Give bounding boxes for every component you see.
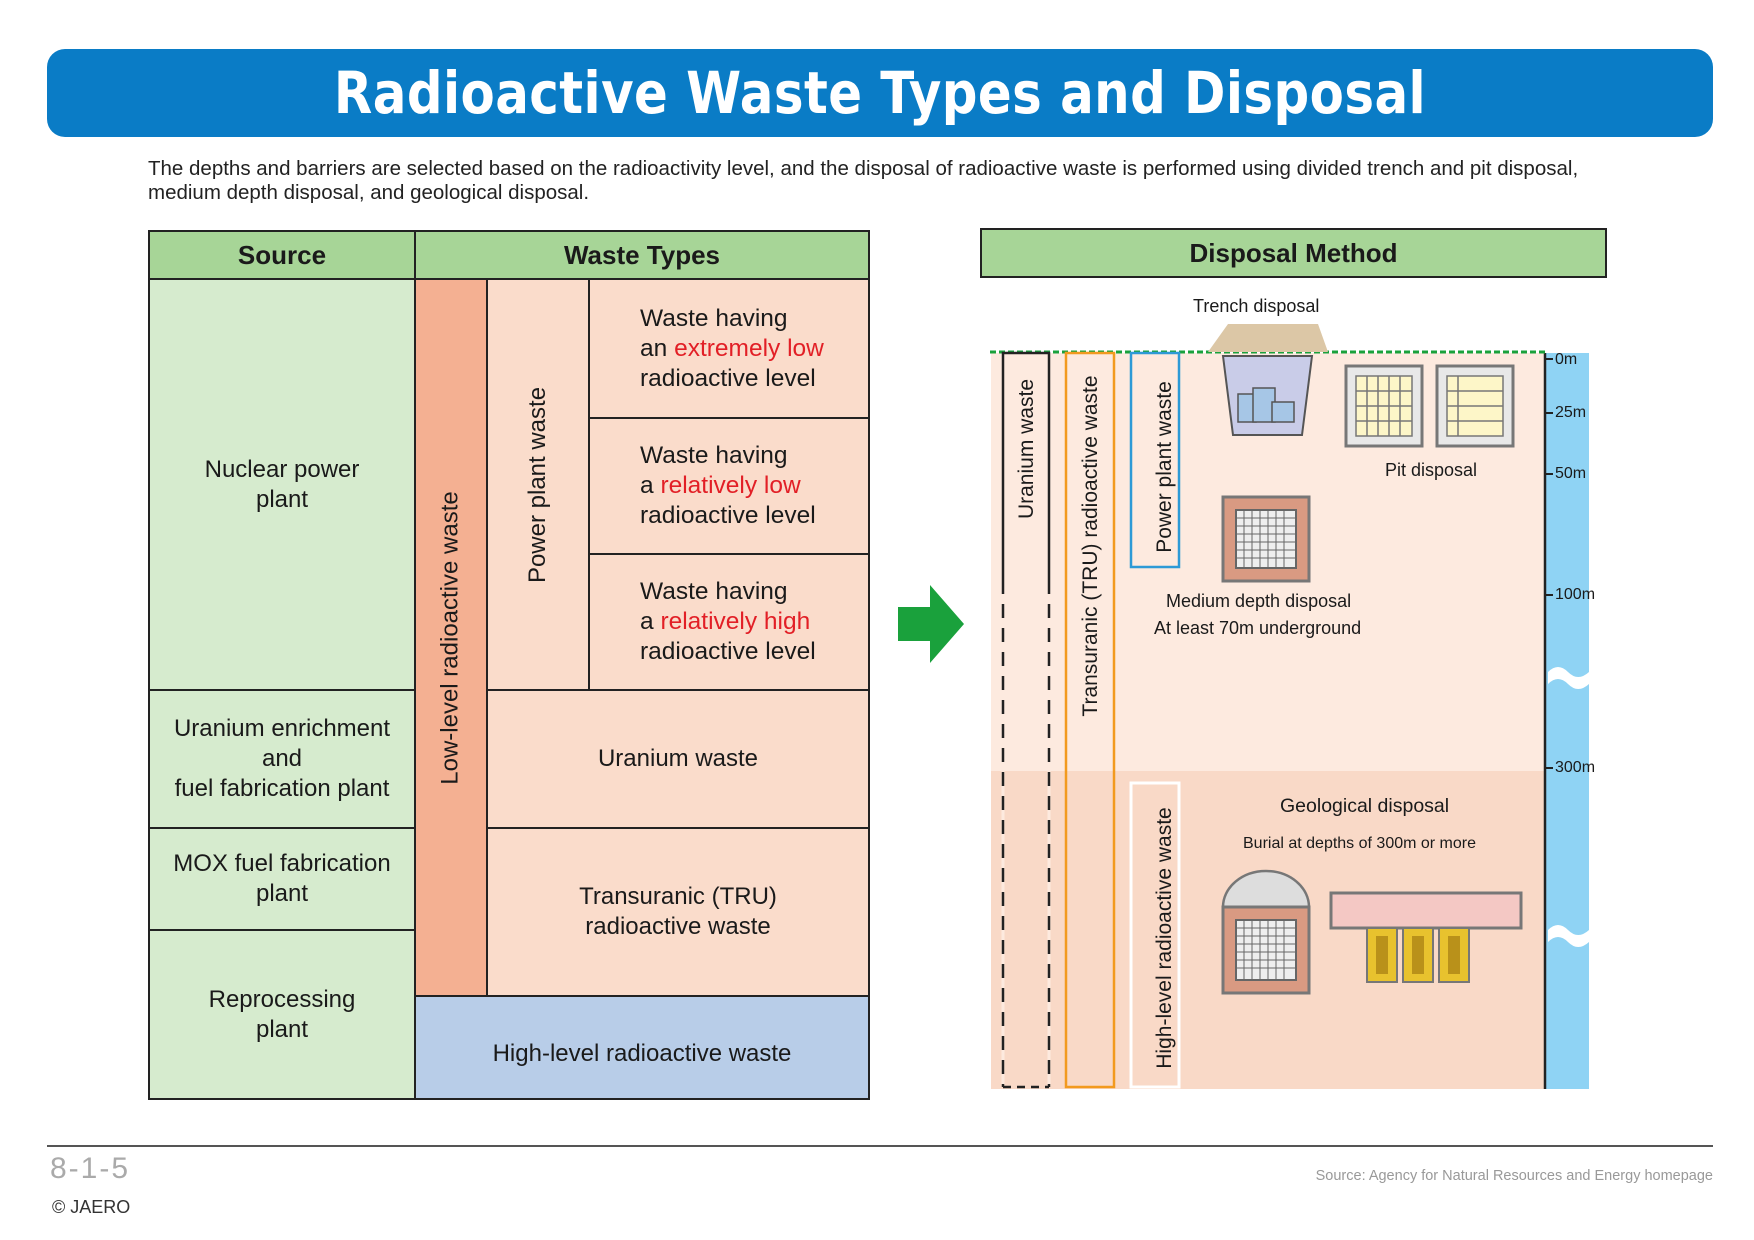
level2-prefix: a	[640, 472, 661, 499]
level1-highlight: extremely low	[674, 334, 824, 362]
trench-label: Trench disposal	[1193, 296, 1320, 316]
level3-line3: radioactive level	[640, 638, 816, 665]
source-mox-line1: MOX fuel fabrication	[173, 850, 391, 877]
source-uranium-line3: fuel fabrication plant	[174, 775, 390, 802]
level1-line1: Waste having	[640, 304, 788, 332]
uranium-waste-label: Uranium waste	[597, 745, 759, 772]
level-relatively-low: Waste having a relatively low radioactive …	[588, 417, 870, 555]
source-repro-line1: Reprocessing	[208, 985, 356, 1013]
source-credit: Source: Agency for Natural Resources and…	[1315, 1168, 1713, 1184]
level2-line1: Waste having	[640, 442, 788, 469]
band-high-label: High-level radioactive waste	[1153, 807, 1176, 1069]
source-uranium-line1: Uranium enrichment	[173, 715, 391, 742]
high-level-cell: High-level radioactive waste	[414, 995, 870, 1100]
depth-50m: 50m	[1555, 465, 1587, 482]
footer-divider	[47, 1145, 1713, 1147]
uranium-waste-cell: Uranium waste	[486, 689, 870, 829]
source-header: Source	[148, 230, 416, 280]
level1-prefix: an	[640, 334, 675, 362]
band-tru-label: Transuranic (TRU) radioactive waste	[1079, 375, 1102, 717]
level3-line1: Waste having	[640, 578, 788, 605]
pit-label: Pit disposal	[1385, 460, 1478, 480]
power-plant-column: Power plant waste	[486, 278, 590, 691]
power-plant-label: Power plant waste	[524, 386, 552, 583]
source-uranium-line2: and	[261, 745, 303, 772]
intro-text: The depths and barriers are selected bas…	[148, 157, 1579, 204]
page-number: 8-1-5	[50, 1152, 131, 1185]
source-repro-line2: plant	[255, 1015, 309, 1043]
disposal-header: Disposal Method	[980, 228, 1607, 278]
source-nuclear-line2: plant	[255, 485, 309, 513]
source-mox: MOX fuel fabrication plant	[148, 827, 416, 931]
source-mox-line2: plant	[255, 880, 309, 907]
level-relatively-high: Waste having a relatively high radioactive…	[588, 553, 870, 691]
disposal-diagram	[990, 324, 1589, 1089]
title-bar	[47, 49, 1713, 137]
depth-0m: 0m	[1555, 351, 1578, 368]
tru-line1: Transuranic (TRU)	[579, 883, 777, 910]
low-level-label: Low-level radioactive waste	[437, 490, 465, 785]
depth-100m: 100m	[1555, 586, 1596, 603]
level2-highlight: relatively low	[660, 472, 801, 499]
low-level-column: Low-level radioactive waste	[414, 278, 488, 997]
copyright: © JAERO	[52, 1197, 131, 1217]
medium-label-1: Medium depth disposal	[1166, 591, 1352, 611]
level2-line3: radioactive level	[640, 502, 816, 529]
level1-line3: radioactive level	[640, 364, 816, 392]
level3-highlight: relatively high	[660, 608, 811, 635]
tru-line2: radioactive waste	[585, 913, 771, 940]
medium-label-2: At least 70m underground	[1154, 618, 1362, 638]
band-uranium-label: Uranium waste	[1015, 378, 1038, 520]
source-uranium: Uranium enrichment and fuel fabrication pl…	[148, 689, 416, 829]
depth-300m: 300m	[1555, 759, 1596, 776]
right-arrow-icon	[898, 585, 964, 663]
source-nuclear-line1: Nuclear power	[204, 455, 360, 483]
depth-25m: 25m	[1555, 404, 1587, 421]
tru-waste-cell: Transuranic (TRU) radioactive waste	[486, 827, 870, 997]
geo-title: Geological disposal	[1280, 795, 1450, 817]
geo-subtitle: Burial at depths of 300m or more	[1243, 835, 1477, 852]
page-title: Radioactive Waste Types and Disposal	[333, 59, 1427, 127]
band-power-label: Power plant waste	[1153, 381, 1176, 553]
high-level-label: High-level radioactive waste	[492, 1039, 792, 1067]
waste-types-header: Waste Types	[414, 230, 870, 280]
level3-prefix: a	[640, 608, 661, 635]
